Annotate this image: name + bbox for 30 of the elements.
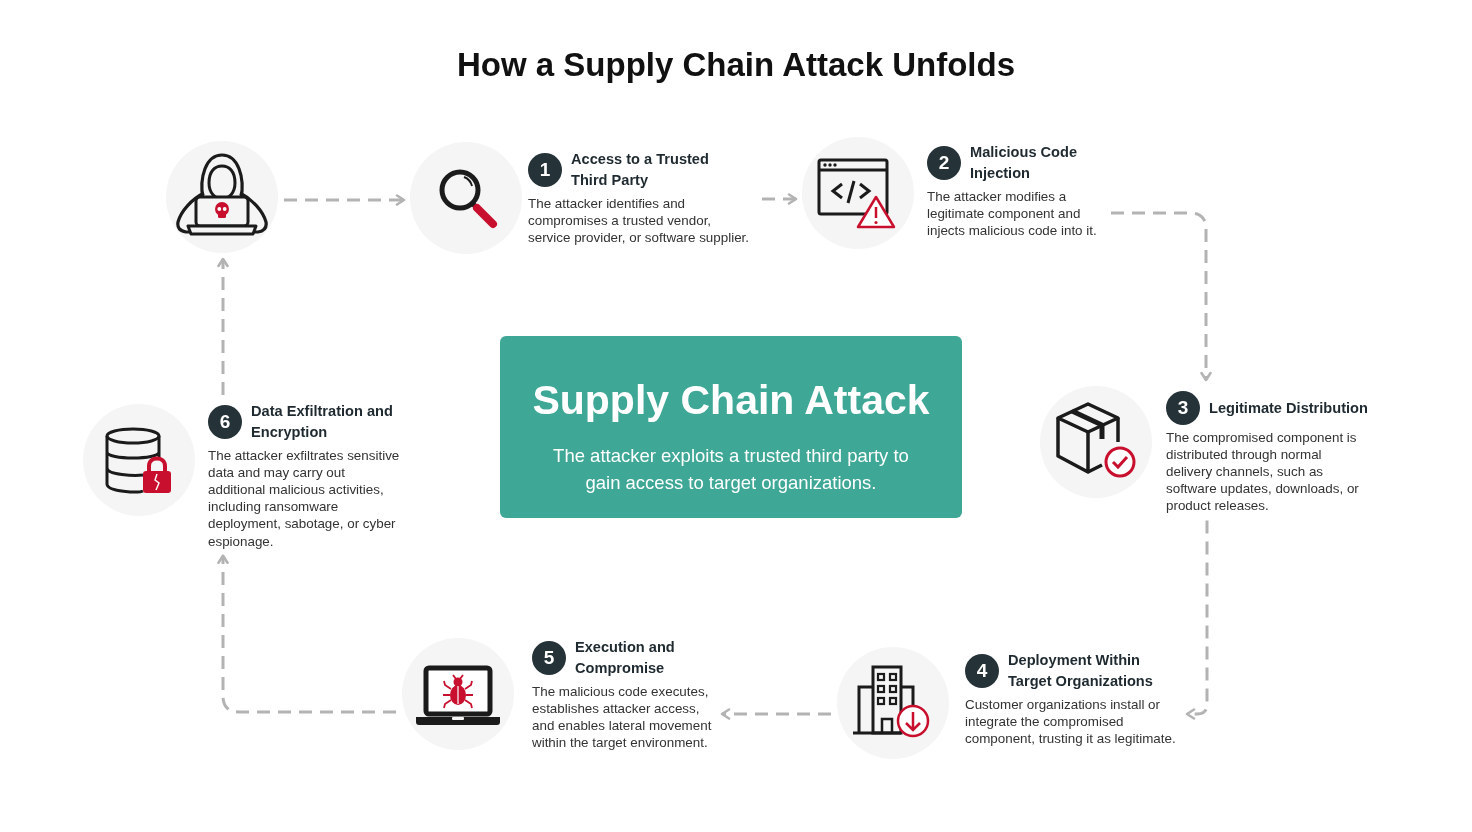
arrow — [1111, 211, 1212, 382]
arrow — [284, 194, 406, 206]
arrow — [762, 193, 798, 205]
step-description: Customer organizations install or integrate the compromised component, trusting it as legitimate. — [965, 695, 1177, 748]
arrow — [217, 554, 396, 714]
step-heading: Legitimate Distribution — [1209, 398, 1368, 418]
step-description: The compromised component is distributed through normal delivery channels, such as software updates, downloads, or product releases. — [1166, 428, 1360, 515]
step-heading: Access to a Trusted Third Party — [571, 150, 710, 190]
step-number: 1 — [528, 153, 562, 187]
step-description: The malicious code executes, establishes attacker access, and enables lateral movement within the target environment. — [532, 682, 713, 752]
hooded-hacker-laptop-icon — [166, 141, 278, 253]
summary-panel — [500, 336, 962, 518]
step-heading: Data Exfiltration and Encryption — [251, 402, 394, 442]
step-description: The attacker exfiltrates sensitive data and may carry out additional malicious activities, including ransomware deployment, sabotage, or cyber espionage. — [208, 446, 401, 550]
arrow — [720, 708, 831, 720]
diagram-title: How a Supply Chain Attack Unfolds — [457, 45, 1015, 85]
panel-title: Supply Chain Attack — [532, 377, 930, 423]
step-heading: Deployment Within Target Organizations — [1008, 651, 1154, 691]
arrow — [217, 257, 229, 395]
step-number: 6 — [208, 405, 242, 439]
step-number: 4 — [965, 654, 999, 688]
step-number: 2 — [927, 146, 961, 180]
step-description: The attacker modifies a legitimate component and injects malicious code into it. — [927, 187, 1098, 240]
arrow — [1185, 520, 1209, 720]
step-number: 3 — [1166, 391, 1200, 425]
step-description: The attacker identifies and compromises a trusted vendor, service provider, or software supplier. — [528, 194, 751, 247]
step-heading: Execution and Compromise — [575, 638, 676, 678]
step-number: 5 — [532, 641, 566, 675]
panel-description: The attacker exploits a trusted third party to gain access to target organizations. — [552, 443, 910, 495]
step-heading: Malicious Code Injection — [970, 143, 1079, 183]
